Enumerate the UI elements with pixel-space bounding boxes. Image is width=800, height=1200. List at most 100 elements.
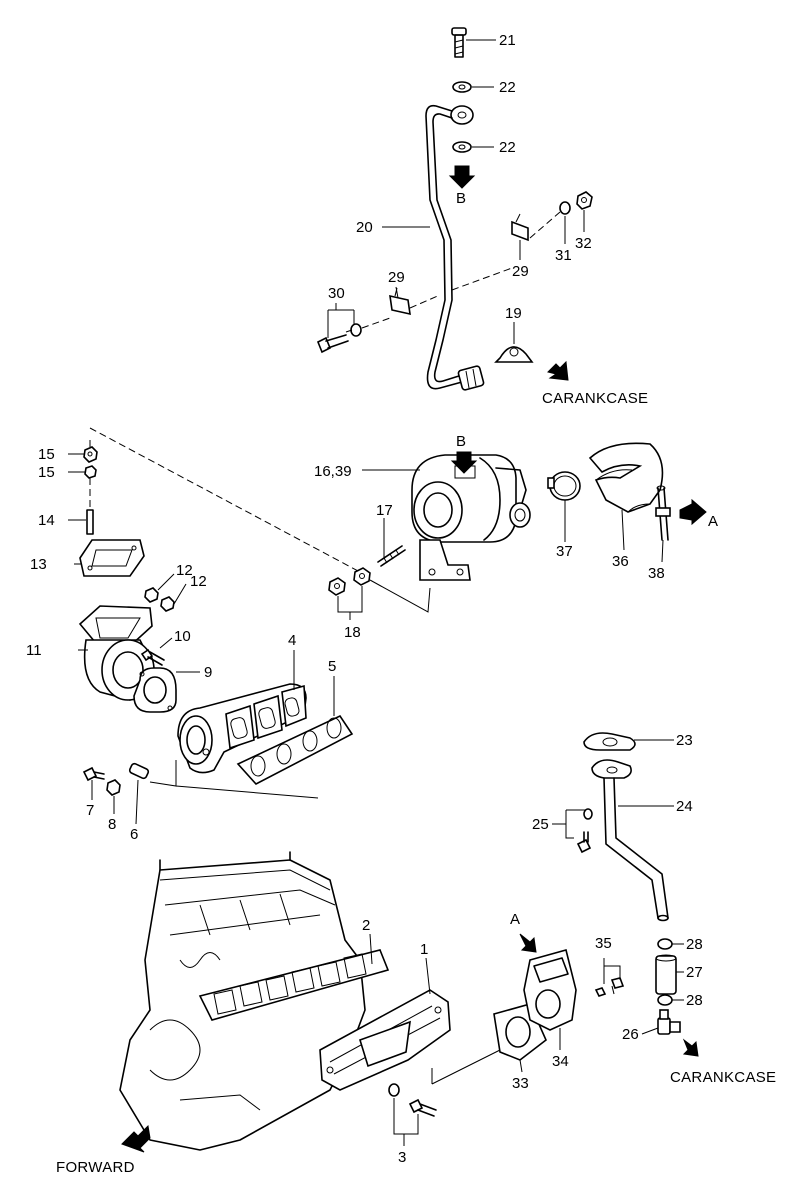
crankcase-arrow-top [547, 360, 569, 381]
callout-31: 31 [555, 247, 572, 264]
oil-feed-pipe-assembly: CARANKCASE [316, 27, 648, 407]
eye-bolt [451, 27, 467, 58]
callout-14: 14 [38, 512, 55, 529]
clamp-28-lower [657, 994, 673, 1006]
crankcase-label-top: CARANKCASE [542, 390, 648, 407]
oil-feed-pipe [425, 104, 463, 390]
nut-15-upper [83, 446, 98, 463]
washer-upper [452, 81, 472, 93]
callout-20: 20 [356, 219, 373, 236]
pipe-nut [457, 365, 485, 391]
manifold-gasket-5 [236, 714, 354, 785]
nuts-18 [328, 567, 371, 596]
spacer-6 [128, 762, 150, 780]
bolt-30 [316, 334, 349, 354]
callouts: 21 22 22 B 20 29 31 32 29 30 19 B 16,39 … [26, 32, 718, 1166]
washer-30 [350, 323, 362, 337]
clamp-37 [547, 471, 581, 501]
callout-34: 34 [552, 1053, 569, 1070]
callout-7: 7 [86, 802, 94, 819]
callout-11: 11 [26, 642, 42, 659]
stud-14 [86, 509, 94, 535]
callout-24: 24 [676, 798, 693, 815]
callout-37: 37 [556, 543, 573, 560]
bolt-3 [388, 1083, 437, 1117]
callout-23: 23 [676, 732, 693, 749]
forward-arrow [121, 1124, 151, 1153]
exhaust-manifold [177, 683, 307, 774]
gasket-9 [133, 667, 177, 713]
bolt-10 [140, 648, 165, 666]
intake-hose-36 [588, 442, 664, 513]
callout-38: 38 [648, 565, 665, 582]
ref-a-lower: A [510, 911, 520, 928]
clamp-28-upper [657, 938, 673, 950]
flange-stack [79, 440, 145, 577]
callout-15-lower: 15 [38, 464, 55, 481]
callout-28-lower: 28 [686, 992, 703, 1009]
callout-18: 18 [344, 624, 361, 641]
callout-13: 13 [30, 556, 47, 573]
callout-16-39: 16,39 [314, 463, 352, 480]
nut-15-lower [84, 465, 97, 479]
callout-12-upper: 12 [176, 562, 193, 579]
gasket-13 [79, 539, 145, 577]
forward-label: FORWARD [56, 1159, 135, 1176]
ref-arrow-b-top [448, 165, 476, 189]
callout-2: 2 [362, 917, 370, 934]
callout-6: 6 [130, 826, 138, 843]
ref-b-turbo: B [456, 433, 466, 450]
gasket-23 [583, 732, 636, 751]
callout-8: 8 [108, 816, 116, 833]
oil-return-pipe-24 [591, 759, 669, 922]
callout-29-left: 29 [388, 269, 405, 286]
bolt-25 [576, 808, 593, 854]
nut-12-upper [144, 587, 159, 603]
callout-5: 5 [328, 658, 336, 675]
washer-lower [452, 141, 472, 153]
callout-33: 33 [512, 1075, 529, 1092]
clip-bracket-right [511, 213, 529, 242]
callout-28-upper: 28 [686, 936, 703, 953]
intake-elbow-34 [523, 949, 577, 1031]
intake-gasket-2 [198, 949, 390, 1021]
hose-27 [655, 954, 677, 995]
clip-bracket-left [389, 287, 411, 316]
bolt-7 [82, 766, 105, 782]
banjo-fitting [450, 105, 474, 125]
nut-8 [106, 779, 121, 796]
ref-a-right: A [708, 513, 718, 530]
nut-12-lower [160, 596, 175, 612]
callout-29-right: 29 [512, 263, 529, 280]
exhaust-elbow [78, 605, 155, 701]
callout-35: 35 [595, 935, 612, 952]
turbocharger [411, 454, 531, 581]
callout-22-lower: 22 [499, 139, 516, 156]
ref-b-top: B [456, 190, 466, 207]
callout-32: 32 [575, 235, 592, 252]
crankcase-label-bottom: CARANKCASE [670, 1069, 776, 1086]
ref-arrow-a-right [679, 498, 707, 526]
callout-36: 36 [612, 553, 629, 570]
leader-lines [68, 39, 684, 1146]
callout-25: 25 [532, 816, 549, 833]
callout-3: 3 [398, 1149, 406, 1166]
bolts-35 [594, 977, 625, 997]
callout-15-upper: 15 [38, 446, 55, 463]
banjo-19 [494, 346, 534, 363]
callout-27: 27 [686, 964, 703, 981]
callout-30: 30 [328, 285, 345, 302]
stud-17 [377, 545, 406, 567]
intake-manifold-1 [319, 989, 451, 1091]
callout-21: 21 [499, 32, 516, 49]
washer-31 [559, 201, 571, 215]
nut-32 [576, 191, 593, 210]
fitting-26 [657, 1009, 681, 1035]
callout-22-upper: 22 [499, 79, 516, 96]
callout-9: 9 [204, 664, 212, 681]
crankcase-arrow-bottom [682, 1038, 699, 1057]
engine-block [119, 851, 366, 1151]
callout-12-lower: 12 [190, 573, 207, 590]
callout-10: 10 [174, 628, 191, 645]
